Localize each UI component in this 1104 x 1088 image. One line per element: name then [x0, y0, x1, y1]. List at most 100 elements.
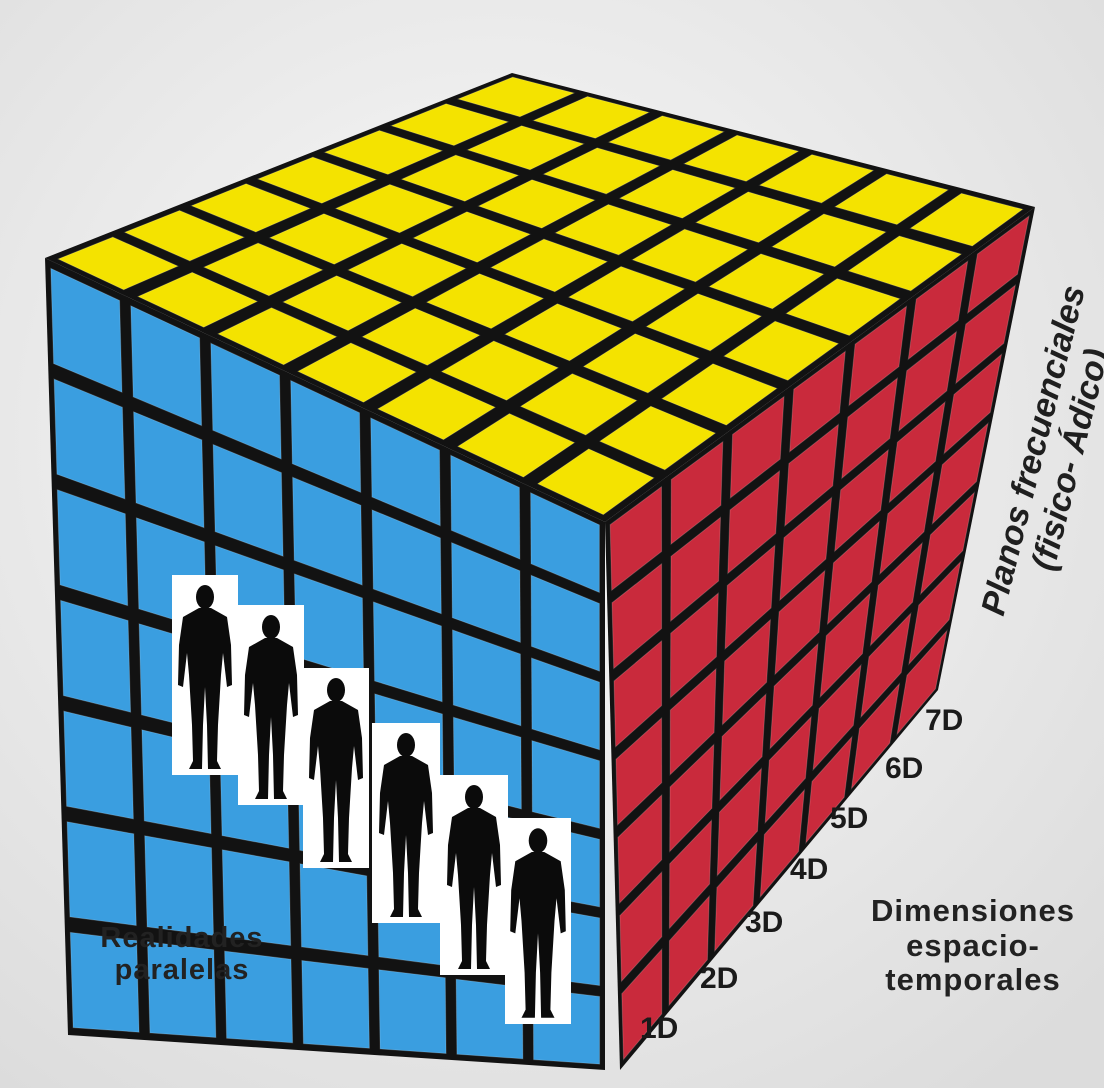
person-silhouette-icon: [303, 668, 369, 868]
left-face-sticker: [451, 629, 522, 727]
right-face-sticker: [759, 788, 806, 899]
top-face-sticker: [723, 320, 840, 381]
person-silhouette-icon: [172, 575, 238, 775]
left-face-sticker: [292, 476, 363, 586]
right-face-sticker: [805, 735, 853, 845]
left-face-sticker: [56, 488, 129, 607]
left-face-sticker: [53, 378, 126, 500]
top-face-sticker: [536, 448, 655, 516]
dimension-label-3d: 3D: [745, 906, 784, 939]
right-face-sticker: [668, 894, 710, 1007]
top-face-sticker: [477, 179, 596, 229]
top-face-sticker: [282, 275, 403, 332]
left-face-sticker: [530, 491, 600, 594]
person-silhouette-icon: [440, 775, 508, 975]
dimension-label-5d: 5D: [830, 802, 869, 835]
top-face-sticker: [771, 213, 887, 268]
dimension-label-7d: 7D: [925, 704, 964, 737]
right-face-sticker: [812, 663, 862, 772]
dimensiones-line-2: espacio-: [906, 927, 1040, 963]
top-face-sticker: [361, 307, 481, 366]
right-face-sticker: [789, 350, 846, 453]
left-face-sticker: [63, 710, 134, 820]
left-face-sticker: [212, 443, 284, 558]
top-face-sticker: [519, 373, 638, 436]
realidades-line-1: Realidades: [100, 922, 264, 954]
right-face-sticker: [784, 423, 840, 528]
left-face-sticker: [210, 342, 282, 460]
top-face-sticker: [847, 235, 963, 292]
right-face-sticker: [931, 422, 989, 526]
right-face-sticker: [779, 496, 833, 602]
top-face-sticker: [582, 333, 701, 394]
top-face-sticker: [456, 413, 576, 478]
top-face-sticker: [598, 405, 717, 471]
top-face-sticker: [466, 125, 585, 171]
right-face-sticker: [721, 618, 771, 726]
top-face-sticker: [202, 242, 324, 297]
left-face-sticker: [146, 941, 217, 1039]
cube-right-face: [605, 207, 1035, 1070]
right-face-sticker: [841, 376, 899, 480]
dimensiones-line-1: Dimensiones: [871, 893, 1075, 928]
right-face-sticker: [943, 352, 1003, 455]
right-face-sticker: [834, 448, 889, 553]
right-face-sticker: [611, 562, 663, 670]
left-face-sticker: [378, 969, 447, 1055]
top-face-sticker: [256, 156, 378, 204]
right-face-sticker: [869, 541, 923, 647]
right-face-sticker: [621, 947, 663, 1061]
top-face-sticker: [504, 303, 623, 362]
left-face-sticker: [371, 509, 442, 615]
top-face-sticker: [554, 203, 673, 256]
right-face-sticker: [826, 520, 880, 626]
right-face-sticker: [668, 819, 713, 930]
left-face-sticker: [531, 739, 600, 829]
right-face-sticker: [955, 283, 1017, 385]
right-face-sticker: [774, 569, 826, 676]
realidades-line-2: paralelas: [114, 954, 250, 987]
person-silhouette-icon: [505, 818, 571, 1024]
right-face-sticker: [615, 716, 663, 827]
dimension-label-2d: 2D: [700, 962, 739, 995]
top-face-sticker: [682, 134, 800, 182]
top-face-sticker: [296, 342, 417, 403]
top-face-sticker: [631, 228, 749, 283]
left-face-sticker: [299, 863, 369, 957]
left-face-sticker: [144, 835, 215, 937]
dimensiones-line-3: temporales: [885, 962, 1061, 998]
left-face-sticker: [224, 950, 294, 1044]
right-face-sticker: [669, 667, 717, 776]
dimensiones-label: Dimensiones espacio- temporales: [858, 893, 1088, 998]
right-face-sticker: [769, 642, 819, 750]
people-silhouettes: [172, 575, 571, 1024]
right-face-sticker: [719, 692, 767, 802]
left-face-sticker: [301, 959, 370, 1049]
right-face-sticker: [716, 767, 762, 877]
left-face-sticker: [69, 931, 140, 1033]
top-face-sticker: [56, 236, 180, 291]
right-face-sticker: [764, 715, 812, 825]
right-face-sticker: [908, 560, 962, 666]
top-face-sticker: [376, 377, 497, 441]
top-face-sticker: [456, 76, 576, 118]
right-face-sticker: [669, 591, 719, 699]
right-face-sticker: [669, 743, 715, 853]
top-face-sticker: [323, 129, 444, 175]
right-face-sticker: [848, 305, 908, 407]
person-silhouette-icon: [372, 723, 440, 923]
right-face-sticker: [619, 870, 663, 983]
right-face-sticker: [729, 395, 785, 499]
left-face-sticker: [530, 574, 601, 672]
top-face-sticker: [268, 213, 389, 265]
right-face-sticker: [727, 469, 781, 575]
left-face-sticker: [133, 411, 205, 529]
top-face-sticker: [216, 307, 338, 366]
cube-top-face: [45, 73, 1035, 522]
top-face-sticker: [532, 95, 651, 139]
top-face-sticker: [334, 183, 455, 234]
top-face-sticker: [645, 293, 763, 352]
top-face-sticker: [607, 115, 725, 161]
realidades-label: Realidades paralelas: [82, 922, 282, 987]
